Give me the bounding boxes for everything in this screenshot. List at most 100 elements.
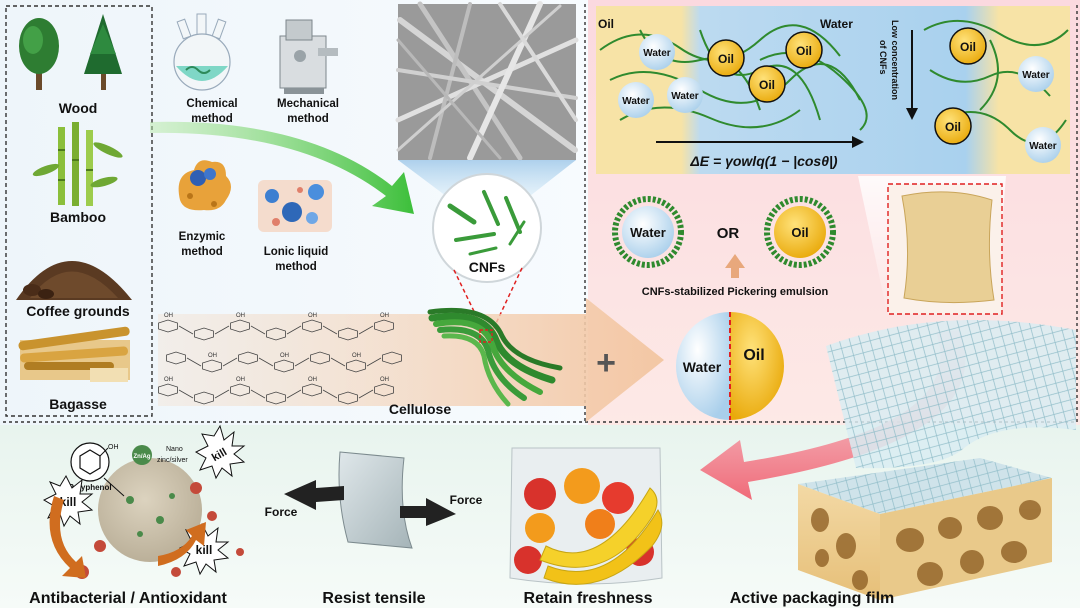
svg-text:Water: Water	[622, 96, 650, 107]
glucose-ring	[194, 327, 214, 341]
hydroxyl-label: OH	[308, 377, 317, 383]
droplet-oil-right-1: Oil	[949, 27, 987, 65]
glucose-ring	[238, 351, 258, 365]
glucose-ring	[302, 319, 322, 333]
fiber-zoom-box	[479, 329, 493, 343]
kill-burst-1: kill	[194, 424, 246, 480]
orange-arrow-right	[158, 522, 206, 566]
zn-ag-label: Zn/Ag	[134, 454, 151, 460]
hydroxyl-label: OH	[208, 353, 217, 359]
glycosidic-bond	[358, 325, 374, 335]
caption-packaging: Active packaging film	[730, 590, 895, 607]
droplet-oil-2: Oil	[748, 65, 786, 103]
glycosidic-bond	[214, 325, 230, 335]
glycosidic-bond	[286, 389, 302, 399]
svg-text:Water: Water	[630, 225, 666, 240]
glucose-ring	[382, 351, 402, 365]
glycosidic-bond	[294, 357, 310, 367]
chemical-flask-icon	[173, 13, 231, 91]
glucose-ring	[302, 383, 322, 397]
bamboo-label: Bamboo	[50, 209, 106, 225]
bagasse-icon	[18, 326, 130, 382]
low-conc-line2: of CNFs	[878, 40, 888, 75]
droplet-oil-3: Oil	[785, 31, 823, 69]
droplet-water-right-2: Water	[1025, 127, 1061, 163]
mechanical-machine-icon	[279, 19, 338, 94]
chemical-method-line2: method	[191, 113, 233, 125]
svg-text:Oil: Oil	[759, 78, 775, 92]
glucose-ring	[266, 391, 286, 405]
hydroxyl-label: OH	[380, 313, 389, 319]
droplet-water-2: Water	[618, 82, 654, 118]
droplet-water-3: Water	[667, 77, 703, 113]
glucose-ring	[230, 319, 250, 333]
glycosidic-bond	[322, 389, 338, 399]
bagasse-label: Bagasse	[49, 396, 107, 412]
pickering-water-droplet: Water	[612, 196, 684, 268]
glycosidic-bond	[358, 389, 374, 399]
ionic-liquid-icon	[258, 180, 332, 232]
fresh-produce-bag	[509, 447, 663, 585]
polyphenol-bubble	[70, 442, 110, 482]
glycosidic-bond	[222, 357, 238, 367]
ionic-method-line2: method	[275, 261, 317, 273]
glycosidic-bond	[250, 389, 266, 399]
interface-oil-label: Oil	[598, 17, 614, 31]
glucose-ring	[158, 319, 178, 333]
svg-text:Oil: Oil	[960, 40, 976, 54]
mechanical-method-line1: Mechanical	[277, 98, 339, 110]
droplet-oil-1: Oil	[707, 39, 745, 77]
wood-tree-icon	[19, 18, 59, 90]
glycosidic-bond	[178, 325, 194, 335]
glycosidic-bond	[250, 325, 266, 335]
oh-label: OH	[108, 444, 119, 451]
zn-ag-particle	[132, 445, 152, 465]
low-conc-arrow-head	[906, 108, 918, 120]
wood-label: Wood	[59, 100, 98, 116]
sources-panel-border	[5, 5, 153, 417]
emulsion-or-label: OR	[717, 225, 740, 242]
glycosidic-bond	[186, 357, 202, 367]
glycosidic-bond	[178, 389, 194, 399]
glucose-ring	[230, 383, 250, 397]
cellulose-label: Cellulose	[389, 401, 451, 417]
force-arrow-left	[284, 480, 344, 510]
interface-water-label: Water	[820, 17, 853, 31]
svg-text:Oil: Oil	[743, 347, 764, 364]
enzyme-icon	[178, 160, 231, 211]
hydroxyl-label: OH	[236, 377, 245, 383]
hydroxyl-label: OH	[164, 377, 173, 383]
emulsion-caption: CNFs-stabilized Pickering emulsion	[642, 286, 829, 298]
panel-frame	[3, 3, 1078, 423]
hydroxyl-label: OH	[352, 353, 361, 359]
caption-tensile: Resist tensile	[322, 590, 425, 607]
cnfs-fibers	[447, 190, 526, 256]
sem-fibers	[395, 1, 579, 161]
glucose-ring	[338, 391, 358, 405]
svg-text:Oil: Oil	[718, 52, 734, 66]
droplet-oil-right-2: Oil	[934, 107, 972, 145]
force-left-label: Force	[265, 505, 298, 519]
svg-text:kill: kill	[196, 543, 213, 557]
pickering-oil-droplet: Oil	[764, 196, 836, 268]
svg-text:Water: Water	[1029, 141, 1057, 152]
glucose-ring	[338, 327, 358, 341]
tensile-sheet	[338, 451, 413, 549]
glucose-ring	[346, 359, 366, 373]
force-right-label: Force	[450, 493, 483, 507]
glucose-ring	[310, 351, 330, 365]
droplet-water-1: Water	[639, 34, 675, 70]
green-process-arrow	[150, 121, 414, 214]
energy-arrow-head	[852, 136, 864, 148]
droplet-water-right-1: Water	[1018, 56, 1054, 92]
enzymic-method-line2: method	[181, 246, 223, 258]
half-droplet: Water Oil	[676, 312, 784, 420]
hydroxyl-label: OH	[236, 313, 245, 319]
hydroxyl-label: OH	[380, 377, 389, 383]
svg-text:Oil: Oil	[945, 120, 961, 134]
glucose-ring	[374, 383, 394, 397]
enzymic-method-line1: Enzymic	[179, 231, 226, 243]
glycosidic-bond	[330, 357, 346, 367]
